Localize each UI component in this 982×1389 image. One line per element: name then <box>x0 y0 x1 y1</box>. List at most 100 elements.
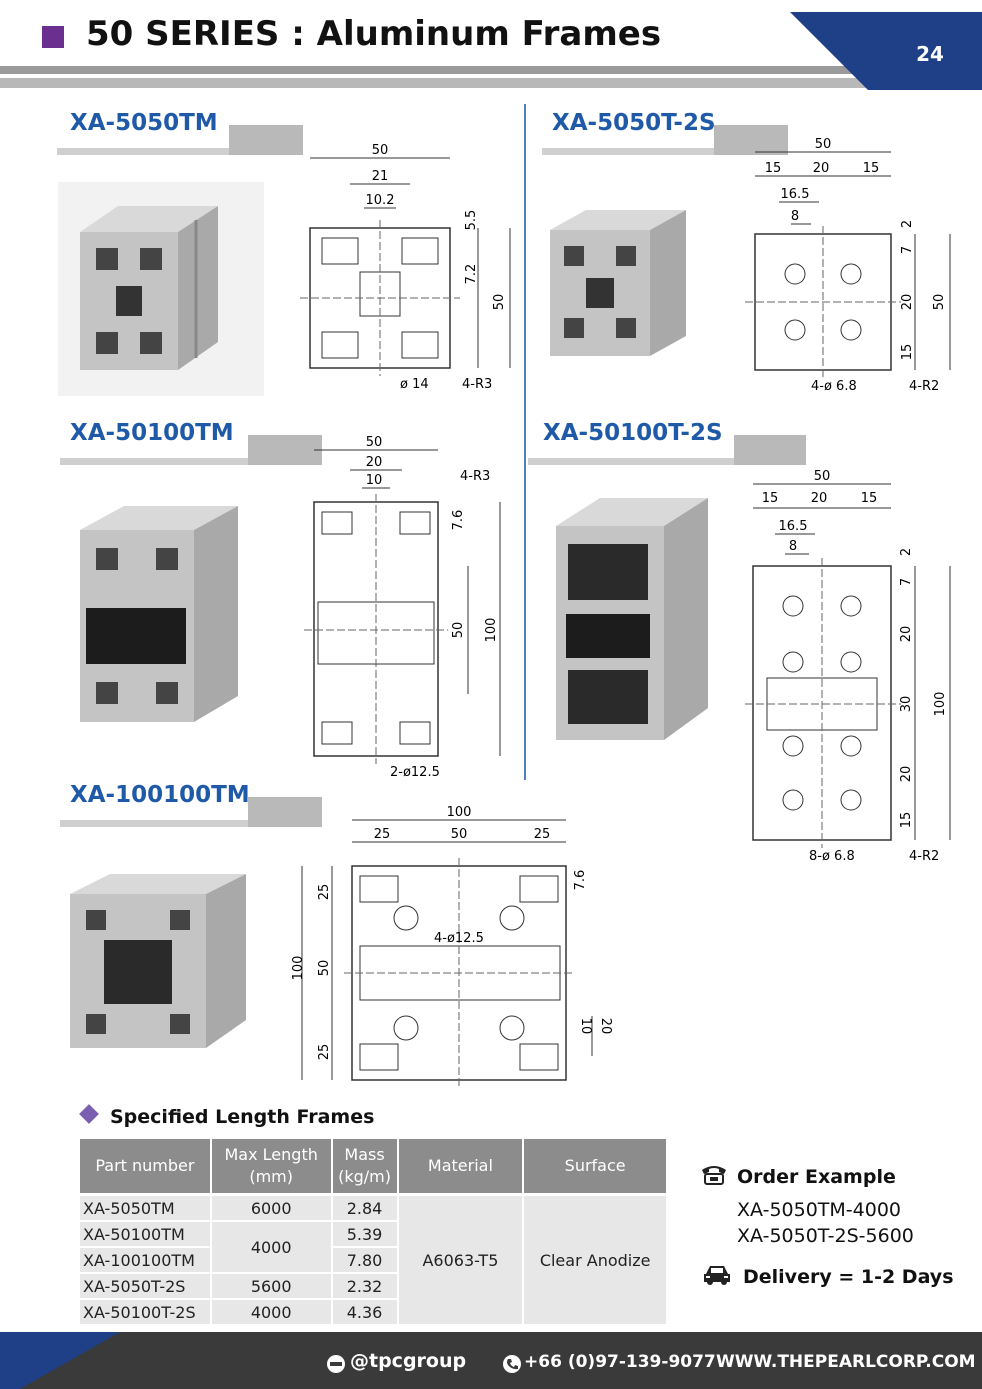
delivery-info: Delivery = 1-2 Days <box>743 1266 954 1288</box>
dim-label: 50 <box>451 827 468 842</box>
dim-label: 4-R2 <box>909 849 939 864</box>
title-underline <box>542 148 714 155</box>
dim-label: 50 <box>814 469 831 484</box>
drawing-xa-50100t-2s: 50 15 20 15 16.5 8 2 7 20 30 20 15 100 8… <box>745 469 951 864</box>
title-bar <box>734 435 806 465</box>
product-title-xa-100100tm: XA-100100TM <box>70 782 250 808</box>
col-header-material: Material <box>397 1139 525 1196</box>
dim-label: 100 <box>933 692 948 717</box>
dim-label: 2-ø12.5 <box>390 765 440 780</box>
col-header-maxlen-line1: Max Length <box>224 1145 318 1164</box>
car-icon <box>704 1266 730 1285</box>
dim-label: 20 <box>899 766 914 783</box>
column-divider <box>524 104 526 780</box>
cell-maxlen: 4000 <box>210 1299 333 1326</box>
title-bar <box>229 125 303 155</box>
product-title-xa-50100tm: XA-50100TM <box>70 420 234 446</box>
footer-phone[interactable]: +66 (0)97-139-9077 <box>524 1352 716 1372</box>
cell-maxlen: 6000 <box>210 1194 333 1222</box>
diamond-bullet-icon <box>79 1104 99 1124</box>
dim-label: 10 <box>578 1018 593 1035</box>
cell-part: XA-5050T-2S <box>80 1273 212 1300</box>
table-row: XA-5050TM 6000 2.84 A6063-T5 Clear Anodi… <box>80 1194 668 1326</box>
telephone-icon <box>702 1166 726 1185</box>
cell-mass: 2.84 <box>331 1194 399 1222</box>
title-bar <box>248 797 322 827</box>
dim-label: 7 <box>900 246 915 254</box>
dim-label: 25 <box>534 827 551 842</box>
col-header-mass: Mass (kg/m) <box>331 1139 399 1196</box>
line-app-icon <box>327 1355 345 1373</box>
footer-bar <box>0 1332 982 1389</box>
dim-label: 100 <box>291 956 306 981</box>
cell-mass: 2.32 <box>331 1273 399 1300</box>
cell-part: XA-100100TM <box>80 1247 212 1274</box>
title-underline <box>60 820 248 827</box>
dim-label: 4-R3 <box>462 377 492 392</box>
col-header-mass-line2: (kg/m) <box>338 1167 391 1186</box>
dim-label: 7.6 <box>451 510 466 531</box>
dim-label: 5.5 <box>464 210 479 231</box>
dim-label: 15 <box>899 812 914 829</box>
dim-label: 16.5 <box>781 187 810 202</box>
profile-photo-xa-5050t-2s <box>550 210 686 356</box>
dim-label: 2 <box>900 220 915 228</box>
dim-label: 10 <box>366 473 383 488</box>
dim-label: 20 <box>366 455 383 470</box>
drawing-xa-5050t-2s: 50 15 20 15 16.5 8 2 7 20 15 50 4-ø 6.8 … <box>745 137 951 394</box>
cell-mass: 7.80 <box>331 1247 399 1274</box>
dim-label: 8 <box>789 539 797 554</box>
dim-label: 8 <box>791 209 799 224</box>
footer-website-link[interactable]: WWW.THEPEARLCORP.COM <box>716 1352 976 1372</box>
dim-label: 50 <box>451 622 466 639</box>
spec-table: Part number Max Length (mm) Mass (kg/m) … <box>80 1139 668 1326</box>
dim-label: 20 <box>813 161 830 176</box>
drawing-xa-100100tm: 100 25 50 25 7.6 4-ø12.5 25 50 25 100 10… <box>291 805 613 1088</box>
cell-material: A6063-T5 <box>397 1194 525 1326</box>
cell-part: XA-50100T-2S <box>80 1299 212 1326</box>
order-example-2: XA-5050T-2S-5600 <box>737 1225 914 1247</box>
page-title: 50 SERIES : Aluminum Frames <box>86 14 662 54</box>
dim-label: 7.2 <box>464 264 479 285</box>
dim-label: 10.2 <box>366 193 395 208</box>
table-header-row: Part number Max Length (mm) Mass (kg/m) … <box>80 1139 668 1196</box>
dim-label: 50 <box>815 137 832 152</box>
dim-label: 25 <box>317 1044 332 1061</box>
dim-label: 4-R3 <box>460 469 490 484</box>
profile-photo-xa-100100tm <box>70 874 246 1048</box>
dim-label: 16.5 <box>779 519 808 534</box>
footer-line-id[interactable]: @tpcgroup <box>350 1350 467 1372</box>
col-header-maxlen: Max Length (mm) <box>210 1139 333 1196</box>
header-page-tab <box>790 12 982 90</box>
dim-label: 15 <box>863 161 880 176</box>
title-bar <box>714 125 788 155</box>
col-header-part: Part number <box>80 1139 212 1196</box>
cell-surface: Clear Anodize <box>523 1194 668 1326</box>
cell-mass: 4.36 <box>331 1299 399 1326</box>
dim-label: 21 <box>372 169 389 184</box>
profile-photo-xa-50100tm <box>80 506 238 722</box>
dim-label: 50 <box>492 294 507 311</box>
page-number: 24 <box>916 42 944 66</box>
title-underline <box>60 458 248 465</box>
dim-label: 15 <box>861 491 878 506</box>
profile-photo-xa-50100t-2s <box>556 498 708 740</box>
dim-label: 50 <box>372 143 389 158</box>
table-row: XA-100100TM 7.80 <box>80 1247 667 1274</box>
dim-label: 4-R2 <box>909 379 939 394</box>
dim-label: 8-ø 6.8 <box>809 849 855 864</box>
dim-label: 25 <box>317 884 332 901</box>
spec-section-title: Specified Length Frames <box>110 1106 375 1128</box>
dim-label: 15 <box>900 344 915 361</box>
dim-label: 7.6 <box>573 870 588 891</box>
dim-label: 20 <box>900 294 915 311</box>
cell-maxlen: 5600 <box>210 1273 333 1300</box>
dim-label: 20 <box>811 491 828 506</box>
dim-label: 15 <box>762 491 779 506</box>
footer-accent <box>0 1332 120 1389</box>
order-example-title: Order Example <box>737 1166 896 1188</box>
dim-label: 100 <box>447 805 472 820</box>
dim-label: 25 <box>374 827 391 842</box>
header-rule <box>0 66 870 74</box>
dim-label: 50 <box>366 435 383 450</box>
